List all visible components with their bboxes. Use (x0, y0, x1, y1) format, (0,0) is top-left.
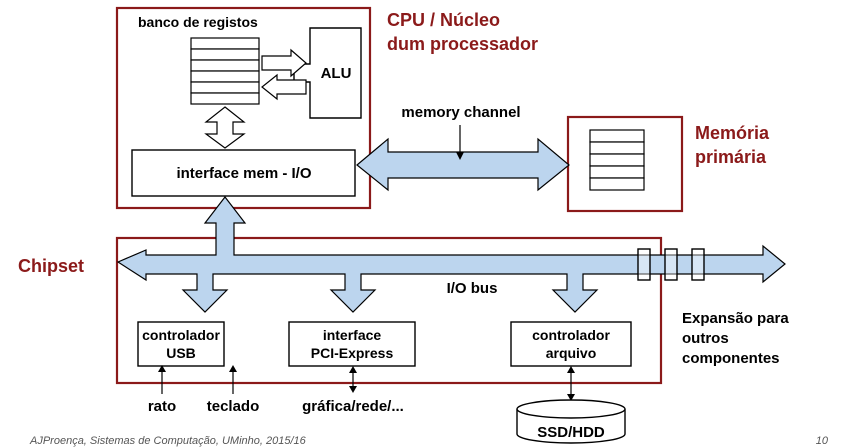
interface-box (131, 149, 356, 197)
memory-title-line2: primária (695, 147, 767, 167)
expansion-line1: Expansão para (682, 310, 789, 327)
storage-cylinder (516, 399, 626, 444)
pcie-interface-box (288, 321, 416, 367)
register-interface-arrow (204, 106, 246, 149)
storage-controller-line1: controlador (532, 327, 610, 343)
footer-credit: AJProença, Sistemas de Computação, UMinh… (29, 435, 307, 447)
memory-channel-arrow (356, 137, 570, 192)
memory-cells (589, 129, 645, 191)
memory-title-line1: Memória (695, 123, 770, 143)
expansion-line2: outros (682, 330, 729, 347)
usb-controller-box (137, 321, 225, 367)
cpu-title-line2: dum processador (387, 34, 538, 54)
pcie-interface-line1: interface (323, 327, 382, 343)
storage-controller-box (510, 321, 632, 367)
memory-channel-pointer-head (456, 152, 464, 160)
storage-label: SSD/HDD (537, 424, 605, 441)
chipset-label: Chipset (18, 256, 84, 276)
keyboard-arrow-head (229, 365, 237, 372)
memory-channel-label: memory channel (401, 104, 520, 121)
storage-controller-line2: arquivo (546, 345, 597, 361)
register-bank (190, 37, 260, 105)
alu-label: ALU (321, 65, 352, 82)
register-to-alu-arrow (261, 48, 307, 78)
expansion-line3: componentes (682, 350, 780, 367)
alu-to-register-arrow (261, 73, 307, 101)
expansion-slots (637, 248, 705, 281)
graphics-arrow-head-top (349, 366, 357, 373)
interface-label: interface mem - I/O (176, 165, 311, 182)
register-bank-label: banco de registos (138, 14, 258, 30)
pcie-interface-line2: PCI-Express (311, 345, 394, 361)
usb-controller-line1: controlador (142, 327, 220, 343)
mouse-arrow-head (158, 365, 166, 372)
io-bus-arrow (116, 196, 786, 313)
io-bus-label: I/O bus (447, 280, 498, 297)
footer-page: 10 (816, 435, 829, 447)
cpu-title-line1: CPU / Núcleo (387, 10, 500, 30)
usb-controller-line2: USB (166, 345, 196, 361)
mouse-label: rato (148, 398, 176, 415)
storage-arrow-head-top (567, 366, 575, 373)
keyboard-label: teclado (207, 398, 260, 415)
graphics-arrow-head-bottom (349, 386, 357, 393)
graphics-label: gráfica/rede/... (302, 398, 404, 415)
storage-arrow-head-bottom (567, 394, 575, 401)
